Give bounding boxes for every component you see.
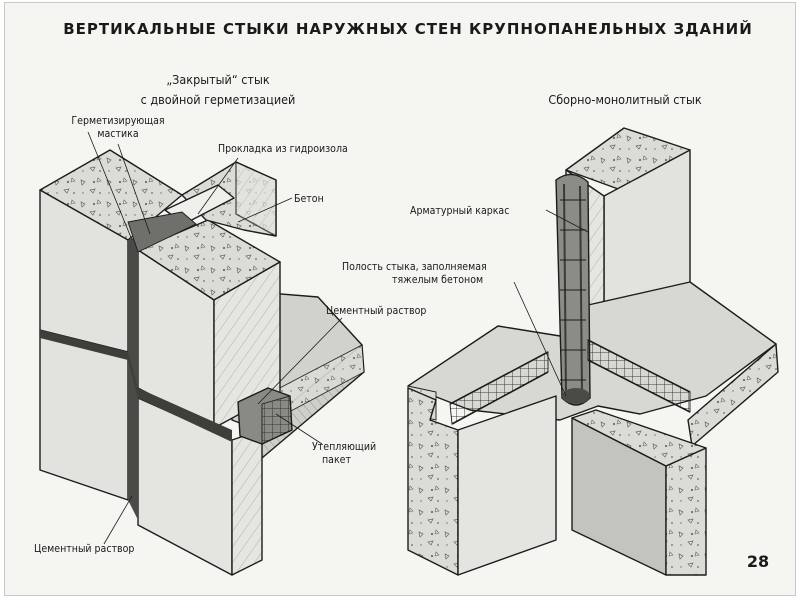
label-insulation-line2: пакет bbox=[322, 454, 351, 466]
lower-right-panel bbox=[137, 397, 263, 576]
joint-cavity bbox=[555, 173, 591, 406]
label-gasket: Прокладка из гидроизола bbox=[218, 143, 348, 155]
label-mastic-line1: Герметизирующая bbox=[71, 115, 164, 127]
horizontal-joint bbox=[40, 330, 232, 442]
right-heading: Сборно-монолитный стык bbox=[548, 92, 701, 107]
label-mastic-line2: мастика bbox=[97, 128, 138, 140]
label-cavity-line2: тяжелым бетоном bbox=[392, 274, 483, 286]
label-concrete: Бетон bbox=[294, 193, 324, 205]
insulation-packet bbox=[237, 387, 293, 445]
prefab-monolithic-joint-drawing bbox=[407, 127, 779, 576]
label-rebar-cage: Арматурный каркас bbox=[410, 205, 509, 217]
page-title: ВЕРТИКАЛЬНЫЕ СТЫКИ НАРУЖНЫХ СТЕН КРУПНОП… bbox=[63, 19, 753, 38]
left-heading-line1: „Закрытый“ стык bbox=[166, 72, 269, 87]
mastic-fill bbox=[127, 211, 197, 253]
page-number: 28 bbox=[747, 552, 769, 571]
lower-left-wall-panel bbox=[407, 387, 557, 576]
label-mortar-top: Цементный раствор bbox=[326, 305, 426, 317]
label-cavity-line1: Полость стыка, заполняемая bbox=[342, 261, 487, 273]
closed-joint-drawing bbox=[39, 131, 365, 576]
lower-right-wall-panel bbox=[571, 409, 707, 576]
left-heading-line2: с двойной герметизацией bbox=[141, 92, 296, 107]
label-mortar-bottom: Цементный раствор bbox=[34, 543, 134, 555]
upper-right-panel bbox=[137, 219, 281, 429]
rebar-cage bbox=[449, 339, 691, 425]
label-insulation-line1: Утепляющий bbox=[312, 441, 376, 453]
